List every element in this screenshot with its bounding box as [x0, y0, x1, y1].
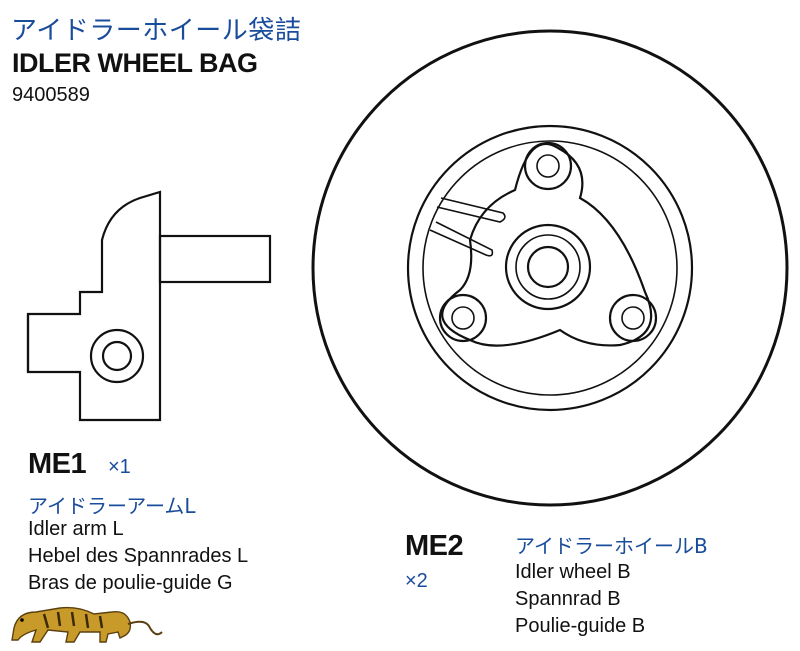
part-name-en-me2: Idler wheel B: [515, 561, 631, 583]
part-name-jp-me1: アイドラーアームL: [28, 494, 196, 518]
part-name-en-me1: Idler arm L: [28, 518, 124, 540]
part-qty-me1: ×1: [108, 456, 131, 478]
idler-arm-drawing: [26, 190, 272, 422]
tiger-logo-icon: [11, 606, 163, 643]
part-qty-me2: ×2: [405, 570, 428, 592]
part-name-jp-me2: アイドラーホイールB: [515, 534, 708, 558]
part-id-me2: ME2: [405, 530, 464, 562]
part-name-de-me1: Hebel des Spannrades L: [28, 545, 249, 567]
page-title: IDLER WHEEL BAG: [12, 48, 258, 78]
part-code: 9400589: [12, 84, 90, 106]
part-name-fr-me1: Bras de poulie-guide G: [28, 572, 233, 594]
part-name-fr-me2: Poulie-guide B: [515, 615, 646, 637]
idler-wheel-drawing: [311, 29, 789, 507]
part-name-de-me2: Spannrad B: [515, 588, 621, 610]
title-japanese: アイドラーホイール袋詰: [11, 16, 302, 46]
part-id-me1: ME1: [28, 448, 87, 480]
